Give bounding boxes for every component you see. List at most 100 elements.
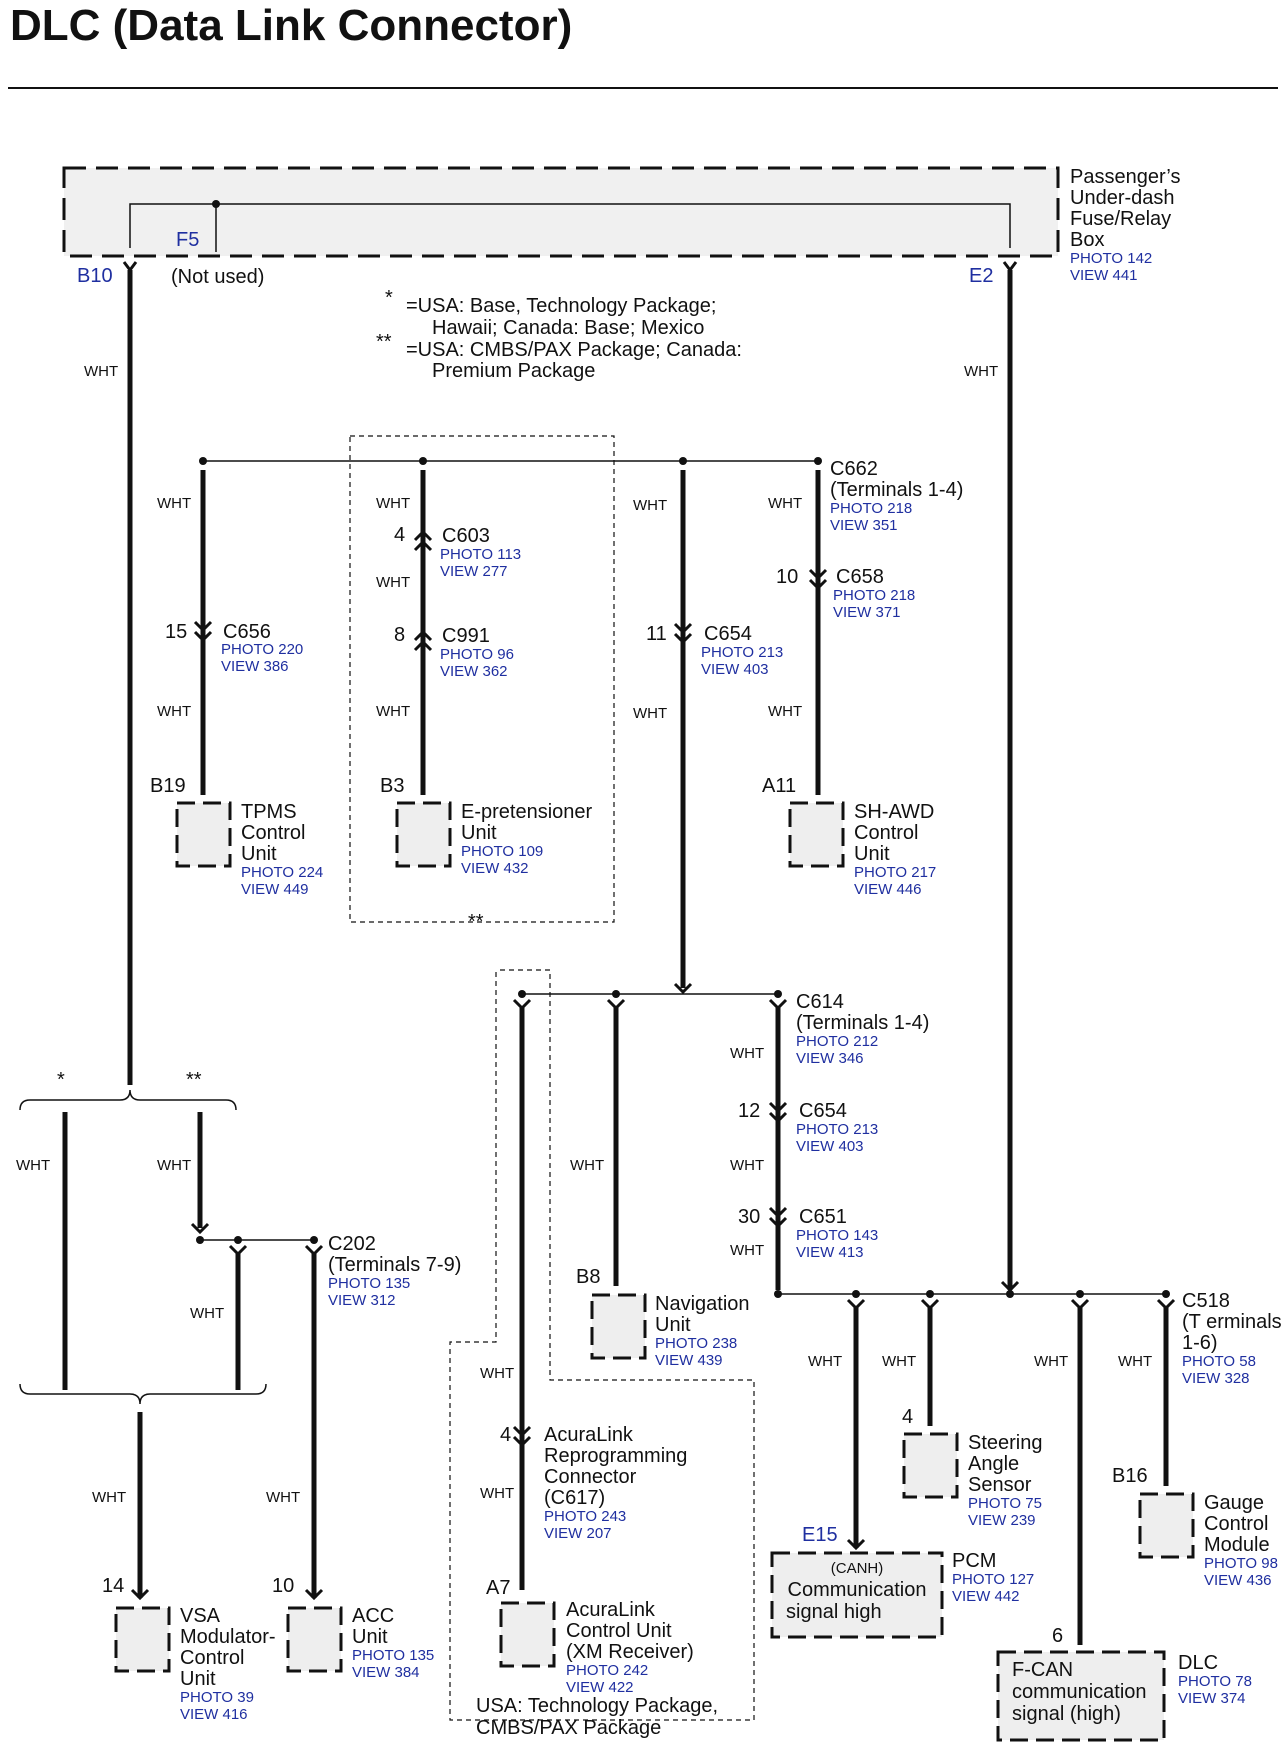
wire-color-ep-2: WHT	[376, 574, 410, 591]
c202-photo: PHOTO 135	[328, 1275, 410, 1292]
c651-connector-symbol	[768, 1206, 788, 1229]
steering-view: VIEW 239	[968, 1512, 1036, 1529]
wire-color-e2: WHT	[964, 363, 998, 380]
c603-view: VIEW 277	[440, 563, 508, 580]
c651-photo: PHOTO 143	[796, 1227, 878, 1244]
c991-name: C991	[442, 625, 490, 647]
navigation-view: VIEW 439	[655, 1352, 723, 1369]
wire-color-pcm: WHT	[808, 1353, 842, 1370]
vsa-photo: PHOTO 39	[180, 1689, 254, 1706]
c614-node-3	[774, 990, 782, 998]
pcm-box	[770, 1551, 944, 1639]
legend: * =USA: Base, Technology Package; Hawaii…	[376, 287, 742, 382]
wire-color-trunk-2: WHT	[633, 705, 667, 722]
wire-color-steering: WHT	[882, 1353, 916, 1370]
gauge-label-3: Module	[1204, 1534, 1270, 1556]
branch-navigation: WHT B8 Navigation Unit PHOTO 238 VIEW 43…	[570, 998, 750, 1369]
epretensioner-photo: PHOTO 109	[461, 843, 543, 860]
c603-connector-symbol	[413, 529, 433, 552]
c654-upper-name: C654	[704, 623, 752, 645]
c662-terminals: (Terminals 1-4)	[830, 479, 963, 501]
c603-pin: 4	[394, 524, 405, 546]
fuse-box-name-2: Under-dash	[1070, 187, 1175, 209]
c662-name: C662	[830, 458, 878, 480]
pin-e2-terminal	[1002, 261, 1018, 273]
wire-color-tpms-1: WHT	[157, 495, 191, 512]
fuse-box-view: VIEW 441	[1070, 267, 1138, 284]
tpms-label-3: Unit	[241, 843, 277, 865]
pcm-bottom-terminal	[846, 1538, 866, 1551]
c991-pin: 8	[394, 624, 405, 646]
c518-view: VIEW 328	[1182, 1370, 1250, 1387]
acuralink-pin: A7	[486, 1577, 510, 1599]
c518-node-4	[1006, 1290, 1014, 1298]
wire-color-variant-single: WHT	[16, 1157, 50, 1174]
wire-color-gauge: WHT	[1118, 1353, 1152, 1370]
variant-brace-top	[19, 1089, 237, 1111]
c614-terminals: (Terminals 1-4)	[796, 1012, 929, 1034]
gauge-view: VIEW 436	[1204, 1572, 1272, 1589]
steering-label-1: Steering	[968, 1432, 1043, 1454]
c617-pin: 4	[500, 1424, 511, 1446]
branch-gauge: WHT B16 Gauge Control Module PHOTO 98 VI…	[1112, 1298, 1278, 1589]
acuralink-label-2: Control Unit	[566, 1620, 672, 1642]
c202-node-1	[196, 1236, 204, 1244]
wire-color-ep-1: WHT	[376, 495, 410, 512]
acc-photo: PHOTO 135	[352, 1647, 434, 1664]
acuralink-label-1: AcuraLink	[566, 1599, 656, 1621]
cmbs-pax-area	[349, 435, 615, 923]
c656-pin: 15	[165, 621, 187, 643]
c656-photo: PHOTO 220	[221, 641, 303, 658]
c614-node-1	[518, 990, 526, 998]
branch-steering: WHT 4 Steering Angle Sensor PHOTO 75 VIE…	[882, 1298, 1043, 1529]
tpms-pin: B19	[150, 775, 186, 797]
vsa-unit-box	[114, 1606, 171, 1673]
c518-node-6	[1162, 1290, 1170, 1298]
epretensioner-label-1: E-pretensioner	[461, 801, 593, 823]
vsa-label-2: Modulator-	[180, 1626, 276, 1648]
pcm-name: PCM	[952, 1550, 996, 1572]
c603-name: C603	[442, 525, 490, 547]
c614-photo: PHOTO 212	[796, 1033, 878, 1050]
branch-epretensioner: WHT WHT WHT 4 C603 PHOTO 113 VIEW 277 8 …	[376, 470, 593, 877]
c202-node-2	[234, 1236, 242, 1244]
shawd-view: VIEW 446	[854, 881, 922, 898]
acc-label-1: ACC	[352, 1605, 394, 1627]
acuralink-unit-box	[499, 1601, 556, 1668]
c617-label-3: Connector	[544, 1466, 637, 1488]
c614-view: VIEW 346	[796, 1050, 864, 1067]
c658-pin: 10	[776, 566, 798, 588]
c202-view: VIEW 312	[328, 1292, 396, 1309]
c617-photo: PHOTO 243	[544, 1508, 626, 1525]
c617-label-2: Reprogramming	[544, 1445, 687, 1467]
c991-connector-symbol	[413, 629, 433, 652]
wire-color-c202-mid: WHT	[190, 1305, 224, 1322]
shawd-unit-box	[788, 801, 845, 868]
branch-dlc: WHT 6 F-CAN communication signal (high) …	[996, 1298, 1252, 1742]
c654-lower-view: VIEW 403	[796, 1138, 864, 1155]
dlc-inner-3: signal (high)	[1012, 1703, 1121, 1725]
epretensioner-unit-box	[395, 801, 452, 868]
pin-e2: E2	[969, 265, 993, 287]
vsa-label-3: Control	[180, 1647, 244, 1669]
fuse-box-name-1: Passenger’s	[1070, 166, 1180, 188]
pin-b10: B10	[77, 265, 113, 287]
branch-c651: WHT WHT WHT 12 C654 PHOTO 213 VIEW 403 3…	[730, 998, 878, 1290]
technology-package-area	[449, 969, 755, 1721]
branch-vsa-acc: * ** WHT WHT C202 (Terminals 7-9) PHOTO …	[16, 1069, 461, 1723]
wire-color-vsa: WHT	[92, 1489, 126, 1506]
c617-connector-symbol	[512, 1425, 532, 1448]
tpms-label-1: TPMS	[241, 801, 297, 823]
pcm-photo: PHOTO 127	[952, 1571, 1034, 1588]
cmbs-pax-area-mark: **	[468, 911, 484, 933]
gauge-pin: B16	[1112, 1465, 1148, 1487]
c991-view: VIEW 362	[440, 663, 508, 680]
c518-terminals-2: 1-6)	[1182, 1332, 1218, 1354]
shawd-label-2: Control	[854, 822, 918, 844]
fuse-box-internal-bus	[129, 203, 1011, 248]
dlc-view: VIEW 374	[1178, 1690, 1246, 1707]
branch-c654-trunk: WHT WHT 11 C654 PHOTO 213 VIEW 403	[633, 470, 783, 988]
c654-upper-pin: 11	[646, 623, 667, 645]
gauge-module-box	[1138, 1492, 1195, 1559]
shawd-label-1: SH-AWD	[854, 801, 934, 823]
